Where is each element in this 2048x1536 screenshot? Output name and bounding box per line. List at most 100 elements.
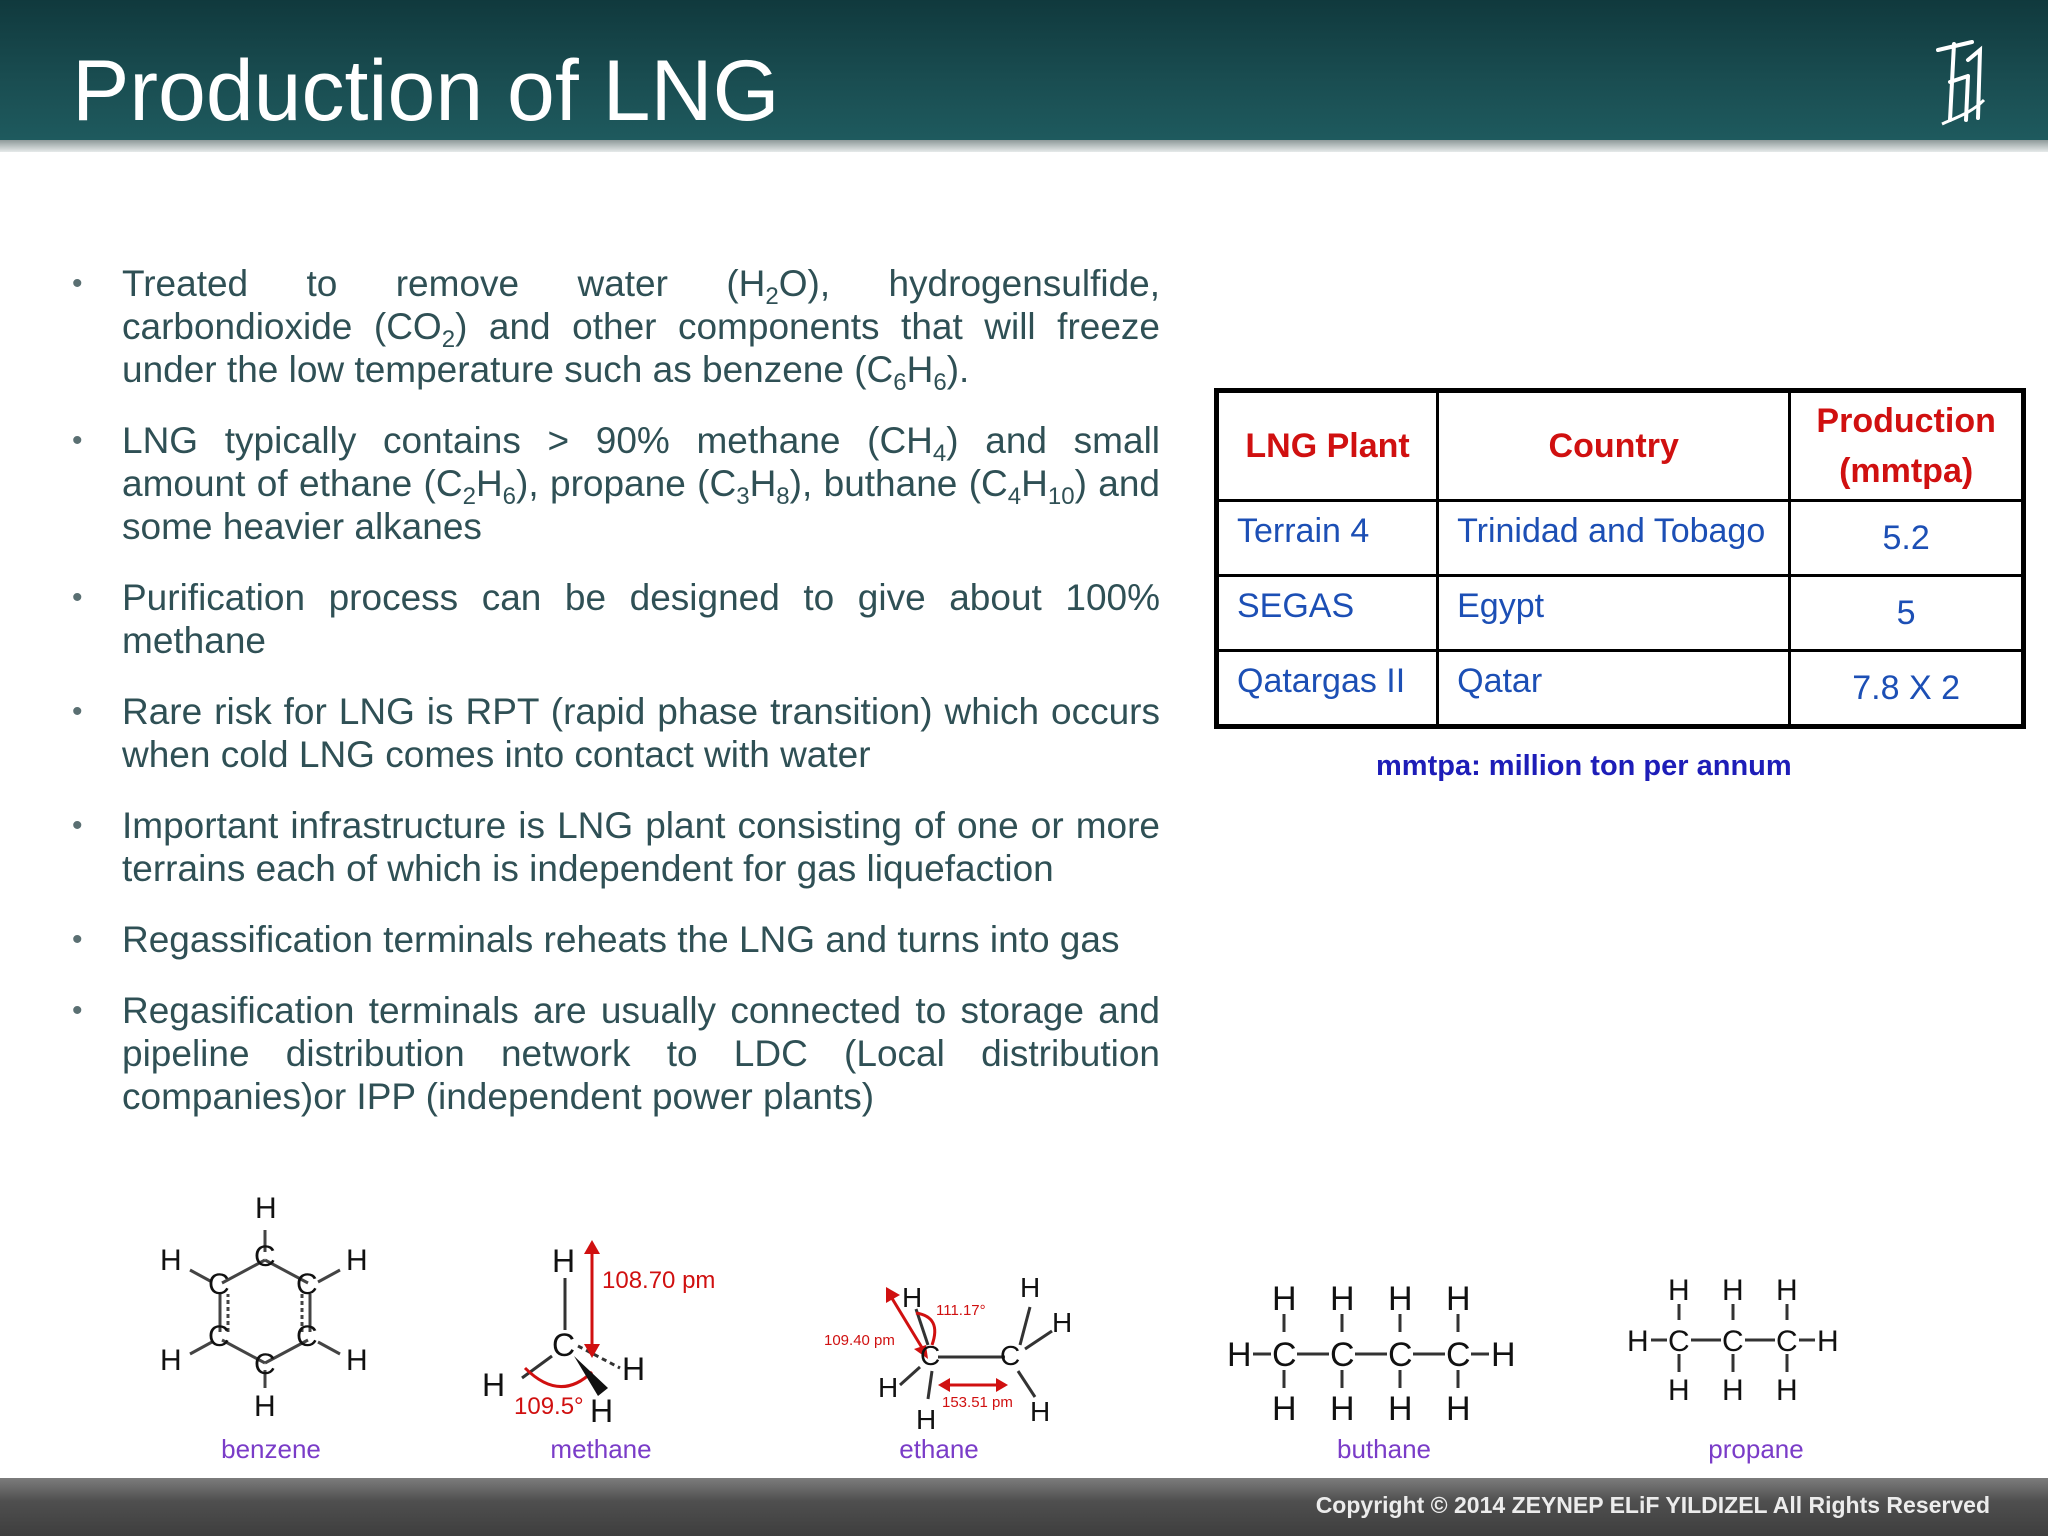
propane-structure: H C C C H H H H H H H <box>1625 1268 1875 1418</box>
propane-atom: H <box>1817 1325 1839 1358</box>
ethane-structure: H H H C C H H H 111.17° 109.40 pm 153.51… <box>820 1265 1090 1435</box>
cell-production: 7.8 X 2 <box>1788 649 2025 728</box>
buthane-atom: H <box>1491 1336 1516 1374</box>
bullet-dot-icon: • <box>72 581 83 614</box>
bullet-item: • Regasification terminals are usually co… <box>72 989 1160 1118</box>
bullet-item: •Treated to remove water (H2O), hydrogen… <box>72 262 1161 396</box>
ethane-label: ethane <box>899 1434 979 1464</box>
buthane-atom: H <box>1330 1390 1355 1428</box>
benzene-atom: H <box>160 1344 182 1377</box>
slide-header: Production of LNG <box>0 0 2048 140</box>
bullet-item: •Rare risk for LNG is RPT (rapid phase t… <box>72 690 1160 776</box>
propane-atom: C <box>1722 1325 1744 1358</box>
signature-logo-icon <box>1936 40 1986 126</box>
propane-atom: H <box>1627 1325 1649 1358</box>
buthane-label: buthane <box>1337 1434 1431 1464</box>
methane-atom: H <box>590 1393 613 1429</box>
ethane-atom: H <box>1020 1272 1040 1303</box>
ethane-angle: 111.17° <box>936 1302 986 1319</box>
cell-plant: Terrain 4 <box>1214 499 1440 577</box>
methane-angle: 109.5° <box>514 1393 584 1420</box>
benzene-atom: H <box>254 1390 276 1423</box>
propane-atom: H <box>1668 1374 1690 1407</box>
lng-plant-table: LNG Plant Country Production (mmtpa) Ter… <box>1214 388 2026 729</box>
bullet-item: • Important infrastructure is LNG plant c… <box>72 804 1160 890</box>
bullet-text: LNG typically contains > 90% methane (CH… <box>122 420 1161 547</box>
bullet-dot-icon: • <box>72 923 83 956</box>
propane-atom: C <box>1776 1325 1798 1358</box>
propane-atom: H <box>1668 1274 1690 1307</box>
copyright-text: Copyright © 2014 ZEYNEP ELiF YILDIZEL Al… <box>1315 1492 1990 1518</box>
footer-bar: Copyright © 2014 ZEYNEP ELiF YILDIZEL Al… <box>0 1478 2048 1536</box>
header-production: Production (mmtpa) <box>1788 389 2025 502</box>
propane-atom: H <box>1722 1374 1744 1407</box>
propane-atom: H <box>1776 1374 1798 1407</box>
benzene-structure: H C C C C C C H H H H H <box>150 1190 380 1430</box>
propane-atom: H <box>1722 1274 1744 1307</box>
benzene-atom: C <box>296 1320 318 1353</box>
table-row: Qatargas II Qatar 7.8 X 2 <box>1214 649 2025 728</box>
benzene-atom: C <box>208 1320 230 1353</box>
ethane-atom: H <box>878 1372 898 1403</box>
buthane-atom: H <box>1330 1280 1355 1318</box>
methane-label: methane <box>550 1434 652 1464</box>
cell-country: Egypt <box>1436 574 1792 652</box>
propane-atom: C <box>1668 1325 1690 1358</box>
buthane-atom: C <box>1272 1336 1297 1374</box>
ethane-atom: C <box>1000 1340 1020 1371</box>
buthane-atoms: H C C C C H H H H H H H H H <box>1227 1280 1516 1428</box>
methane-atom: C <box>552 1327 575 1363</box>
buthane-atom: C <box>1388 1336 1413 1374</box>
bullet-text: Purification process can be designed to … <box>122 577 1160 661</box>
benzene-atom: C <box>254 1240 276 1273</box>
table-row: Terrain 4 Trinidad and Tobago 5.2 <box>1214 499 2025 577</box>
benzene-label: benzene <box>221 1434 321 1464</box>
cell-plant: Qatargas II <box>1214 649 1440 728</box>
table-row: SEGAS Egypt 5 <box>1214 574 2025 652</box>
buthane-atom: H <box>1227 1336 1252 1374</box>
buthane-atom: H <box>1388 1390 1413 1428</box>
benzene-atom: H <box>346 1244 368 1277</box>
buthane-atom: H <box>1446 1390 1471 1428</box>
buthane-atom: H <box>1446 1280 1471 1318</box>
ethane-atom: H <box>902 1282 922 1313</box>
ethane-atom: H <box>1030 1396 1050 1427</box>
bullet-dot-icon: • <box>72 994 83 1027</box>
methane-atom: H <box>622 1351 645 1387</box>
cell-production: 5.2 <box>1788 499 2025 577</box>
propane-label: propane <box>1708 1434 1804 1464</box>
slide-title: Production of LNG <box>72 43 780 139</box>
bullet-dot-icon: • <box>72 809 83 842</box>
benzene-atom: H <box>255 1192 277 1225</box>
cell-production: 5 <box>1788 574 2025 652</box>
cell-country: Trinidad and Tobago <box>1436 499 1792 577</box>
bullet-dot-icon: • <box>72 424 83 457</box>
ethane-atom: C <box>920 1340 940 1371</box>
benzene-atom: H <box>346 1344 368 1377</box>
ethane-atom: H <box>1052 1307 1072 1338</box>
buthane-atom: C <box>1330 1336 1355 1374</box>
buthane-atom: H <box>1272 1280 1297 1318</box>
ethane-ch-length: 109.40 pm <box>824 1332 895 1349</box>
cell-country: Qatar <box>1436 649 1792 728</box>
buthane-structure: H C C C C H H H H H H H H H <box>1225 1276 1545 1436</box>
methane-atom: H <box>552 1243 575 1279</box>
bullet-text: Regassification terminals reheats the LN… <box>122 919 1120 960</box>
bullet-text: Regasification terminals are usually con… <box>122 990 1160 1117</box>
benzene-atom: C <box>296 1268 318 1301</box>
bullet-list: • Treated to remove water (H2O), hydrogen… <box>72 262 1160 1146</box>
benzene-atom: C <box>208 1268 230 1301</box>
table-header-row: LNG Plant Country Production (mmtpa) <box>1214 389 2025 502</box>
bullet-text: Important infrastructure is LNG plant co… <box>122 805 1160 889</box>
ethane-atom: H <box>916 1404 936 1435</box>
propane-atom: H <box>1776 1274 1798 1307</box>
header-shadow <box>0 140 2048 152</box>
bullet-item: • Purification process can be designed to… <box>72 576 1160 662</box>
benzene-atom: H <box>160 1244 182 1277</box>
buthane-atom: H <box>1388 1280 1413 1318</box>
bullet-item: • LNG typically contains > 90% methane (C… <box>72 419 1160 548</box>
benzene-atom: C <box>254 1348 276 1381</box>
cell-plant: SEGAS <box>1214 574 1440 652</box>
bullet-dot-icon: • <box>72 695 83 728</box>
bullet-text: Treated to remove water (H2O), hydrogens… <box>122 263 1161 396</box>
